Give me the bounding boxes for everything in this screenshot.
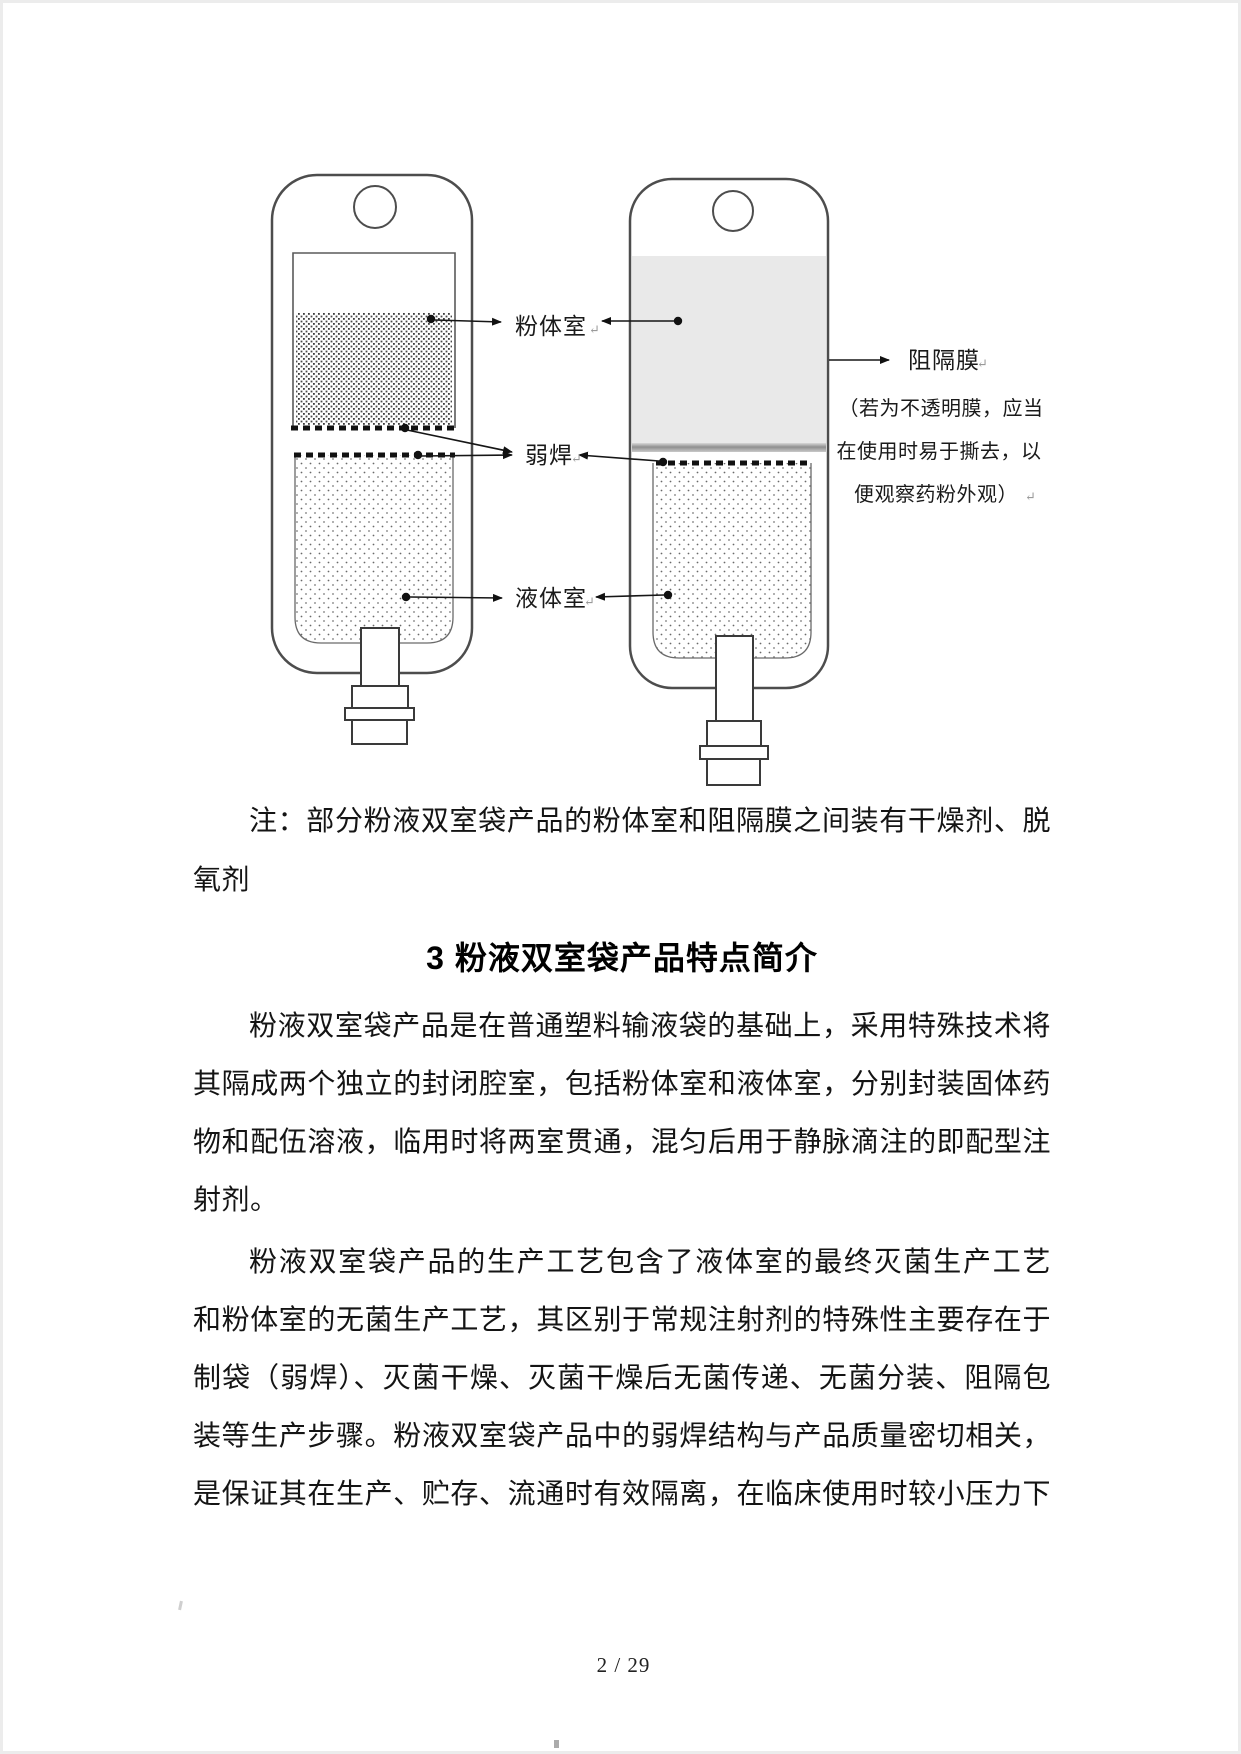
callout-arrows: [406, 317, 890, 602]
dot-left-weld-2: [413, 450, 423, 460]
page-number: 2 / 29: [596, 1653, 651, 1677]
left-port-body: [351, 685, 409, 711]
left-bag: [270, 173, 474, 745]
barrier-film-pilcrow: ↵: [977, 356, 988, 371]
paragraph2-line2: 和粉体室的无菌生产工艺，其区别于常规注射剂的特殊性主要存在于: [193, 1305, 1051, 1336]
dot-right-film: [673, 316, 683, 326]
barrier-note-pilcrow: ↵: [1025, 489, 1036, 504]
right-bag-hang-hole: [712, 190, 754, 232]
liquid-chamber-pilcrow: ↵: [584, 594, 595, 609]
dot-left-liquid: [401, 592, 411, 602]
callout-dots: [400, 314, 683, 602]
arrow-liquid-right: [595, 592, 665, 601]
left-port-tip: [351, 719, 408, 745]
paragraph2-line4: 装等生产步骤。粉液双室袋产品中的弱焊结构与产品质量密切相关，: [193, 1421, 1051, 1452]
paragraph1-line3: 物和配伍溶液，临用时将两室贯通，混匀后用于静脉滴注的即配型注: [193, 1127, 1051, 1158]
barrier-film-note-line3: 便观察药粉外观）: [854, 483, 1018, 506]
paragraph1-line1: 粉液双室袋产品是在普通塑料输液袋的基础上，采用特殊技术将: [249, 1011, 1051, 1042]
paragraph2-line5: 是保证其在生产、贮存、流通时有效隔离，在临床使用时较小压力下: [193, 1479, 1051, 1510]
barrier-film-label: 阻隔膜: [908, 348, 980, 373]
scan-artifact-bottom: [554, 1740, 559, 1748]
barrier-film-note-line2: 在使用时易于撕去，以: [837, 440, 1042, 463]
left-powder-compartment-frame: [292, 252, 456, 428]
weak-weld-label: 弱焊: [525, 443, 573, 468]
barrier-film-edge: [632, 443, 826, 452]
dual-chamber-bag-diagram: 粉体室 ↵ 弱焊 ↵ 液体室 ↵ 阻隔膜 ↵ （若为不透明膜，应当 在使用时易于…: [270, 173, 1044, 786]
powder-chamber-pilcrow: ↵: [589, 322, 600, 337]
arrow-powder-left: [434, 317, 502, 326]
left-liquid-chamber: [294, 455, 454, 644]
arrow-weld-lower: [419, 451, 513, 460]
paragraph2-line1: 粉液双室袋产品的生产工艺包含了液体室的最终灭菌生产工艺: [249, 1247, 1051, 1278]
note-line-1: 注：部分粉液双室袋产品的粉体室和阻隔膜之间装有干燥剂、脱: [249, 806, 1051, 837]
left-powder-fill: [296, 313, 452, 425]
liquid-chamber-label: 液体室: [515, 586, 587, 611]
left-port-flange: [344, 707, 415, 721]
right-bag-port: [699, 635, 769, 786]
weak-weld-pilcrow: ↵: [571, 451, 582, 466]
section-heading: 3 粉液双室袋产品特点简介: [426, 940, 818, 976]
right-port-flange: [699, 745, 769, 760]
right-liquid-chamber: [652, 463, 812, 659]
arrow-weld-right: [578, 451, 660, 462]
right-port-tip: [706, 758, 761, 786]
note-line-2: 氧剂: [193, 865, 251, 896]
left-bag-port: [344, 627, 415, 745]
powder-chamber-label: 粉体室: [515, 314, 587, 339]
scan-artifact-left: [178, 1600, 183, 1611]
left-port-neck: [360, 627, 400, 687]
dot-left-powder: [426, 314, 436, 324]
left-bag-hang-hole: [353, 185, 397, 229]
arrow-weld-upper: [406, 429, 513, 455]
arrow-liquid-left: [409, 593, 503, 602]
barrier-film-note-line1: （若为不透明膜，应当: [839, 397, 1044, 420]
right-port-body: [706, 720, 762, 749]
right-port-neck: [715, 635, 754, 722]
dot-right-weld: [658, 457, 668, 467]
paragraph1-line2: 其隔成两个独立的封闭腔室，包括粉体室和液体室，分别封装固体药: [193, 1069, 1051, 1100]
barrier-film-area: [632, 256, 826, 443]
right-bag: [628, 177, 830, 786]
paragraph2-line3: 制袋（弱焊）、灭菌干燥、灭菌干燥后无菌传递、无菌分装、阻隔包: [193, 1363, 1051, 1394]
paragraph1-line4: 射剂。: [193, 1185, 279, 1216]
dot-right-liquid: [663, 590, 673, 600]
